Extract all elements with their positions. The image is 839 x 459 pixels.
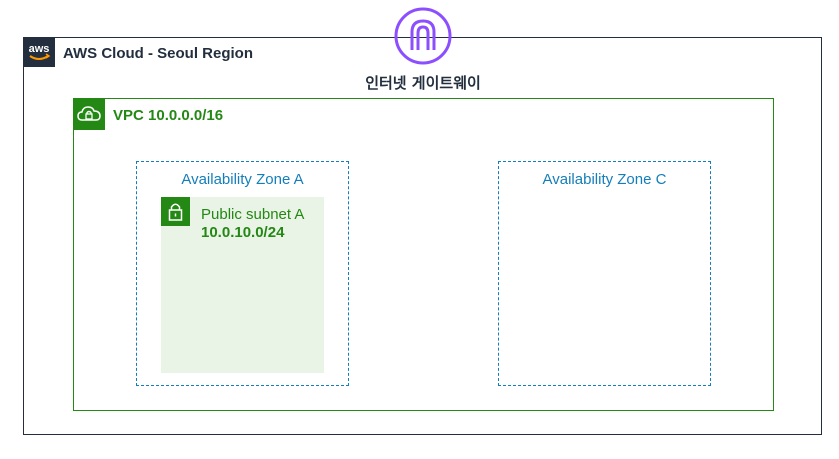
internet-gateway-label: 인터넷 게이트웨이 [365,74,481,92]
aws-cloud-group [23,37,822,435]
subnet-lock-icon [161,197,190,226]
subnet-name: Public subnet A [201,206,305,223]
subnet-cidr: 10.0.10.0/24 [201,224,285,241]
public-subnet-a [161,197,324,373]
aws-logo-icon: aws [23,37,55,67]
vpc-group [73,98,774,411]
availability-zone-c [498,161,711,386]
availability-zone-a [136,161,349,386]
availability-zone-a-label: Availability Zone A [181,171,304,188]
internet-gateway-icon [393,6,453,66]
cloud-title: AWS Cloud - Seoul Region [63,45,253,62]
svg-text:aws: aws [29,43,50,55]
vpc-cloud-lock-icon [73,98,105,130]
vpc-title: VPC 10.0.0.0/16 [113,107,224,124]
availability-zone-c-label: Availability Zone C [542,171,667,188]
